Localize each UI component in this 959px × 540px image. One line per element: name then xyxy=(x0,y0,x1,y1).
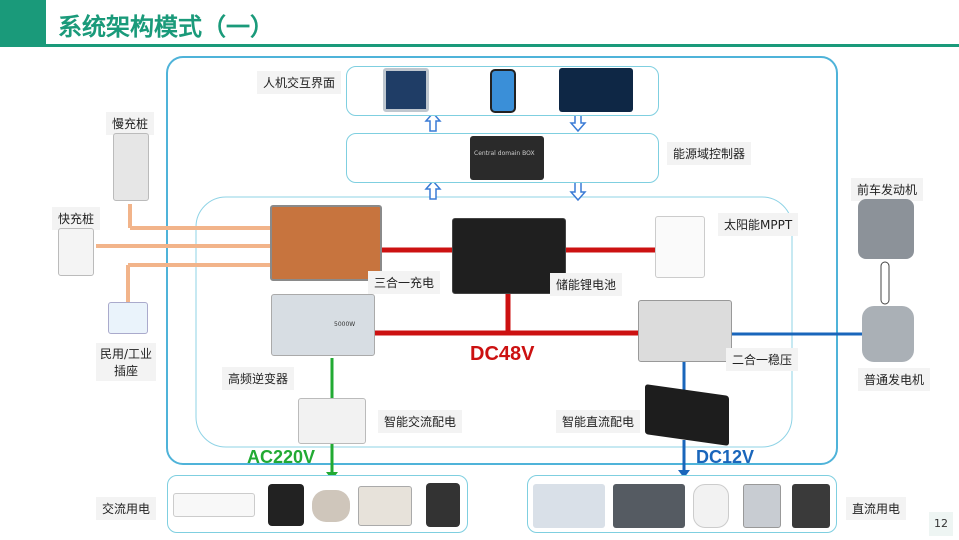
microwave-icon xyxy=(358,486,412,526)
three-in-one-charger-icon xyxy=(270,205,382,281)
air-conditioner-icon xyxy=(173,493,255,517)
battery-icon xyxy=(452,218,566,294)
toilet-icon xyxy=(693,484,729,528)
inner-frame xyxy=(195,196,793,448)
ac-distribution-label: 智能交流配电 xyxy=(378,410,463,433)
fridge-icon xyxy=(743,484,781,528)
two-in-one-regulator-icon xyxy=(638,300,732,362)
slow-charger-label: 慢充桩 xyxy=(106,112,155,135)
dc48-bus-label: DC48V xyxy=(470,343,535,365)
two-in-one-label: 二合一稳压 xyxy=(726,348,799,371)
alternator-label: 普通发电机 xyxy=(858,368,931,391)
page-number: 12 xyxy=(929,512,953,536)
socket-label-line1: 民用/工业 xyxy=(100,347,153,361)
rice-cooker-icon xyxy=(312,490,350,522)
smartphone-icon xyxy=(490,69,516,113)
page-title: 系统架构模式（一） xyxy=(58,13,274,41)
inverter-icon: 5000W xyxy=(271,294,375,356)
ac220-bus-label: AC220V xyxy=(247,447,316,467)
arrow-up-1 xyxy=(424,111,442,132)
dc12-bus-label: DC12V xyxy=(696,447,755,467)
domain-controller-label: 能源域控制器 xyxy=(667,142,752,165)
dc-loads-label: 直流用电 xyxy=(846,497,907,520)
outer-frame xyxy=(166,56,838,465)
tv-icon xyxy=(792,484,830,528)
cabin-lighting-icon xyxy=(533,484,605,528)
dc-distribution-label: 智能直流配电 xyxy=(556,410,641,433)
socket-icon xyxy=(108,302,148,334)
alternator-icon xyxy=(862,306,914,362)
ac-loads-label: 交流用电 xyxy=(96,497,157,520)
dc12-arrow xyxy=(678,470,690,478)
solar-mppt-icon xyxy=(655,216,705,278)
ac-distribution-icon xyxy=(298,398,366,444)
slow-charger-icon xyxy=(113,133,149,201)
socket-label-line2: 插座 xyxy=(114,364,139,378)
socket-label: 民用/工业 插座 xyxy=(96,343,157,381)
arrow-up-2 xyxy=(424,179,442,200)
touchscreen-icon xyxy=(383,68,429,112)
solar-mppt-label: 太阳能MPPT xyxy=(718,213,799,236)
washing-machine-icon xyxy=(426,483,460,527)
dashboard-screen-icon xyxy=(559,68,633,112)
inverter-label: 高频逆变器 xyxy=(222,367,295,390)
control-panel-icon xyxy=(613,484,685,528)
fast-charger-label: 快充桩 xyxy=(52,207,101,230)
hmi-label: 人机交互界面 xyxy=(257,71,342,94)
title-bar xyxy=(0,0,959,44)
battery-label: 储能锂电池 xyxy=(550,273,623,296)
induction-cooker-icon xyxy=(268,484,304,526)
controller-box-icon: Central domain BOX xyxy=(470,136,544,180)
title-rule xyxy=(0,44,959,47)
front-engine-label: 前车发动机 xyxy=(851,178,924,201)
title-accent xyxy=(0,0,46,44)
belt-link xyxy=(880,261,890,305)
three-in-one-label: 三合一充电 xyxy=(368,271,441,294)
fast-charger-icon xyxy=(58,228,94,276)
engine-icon xyxy=(858,199,914,259)
